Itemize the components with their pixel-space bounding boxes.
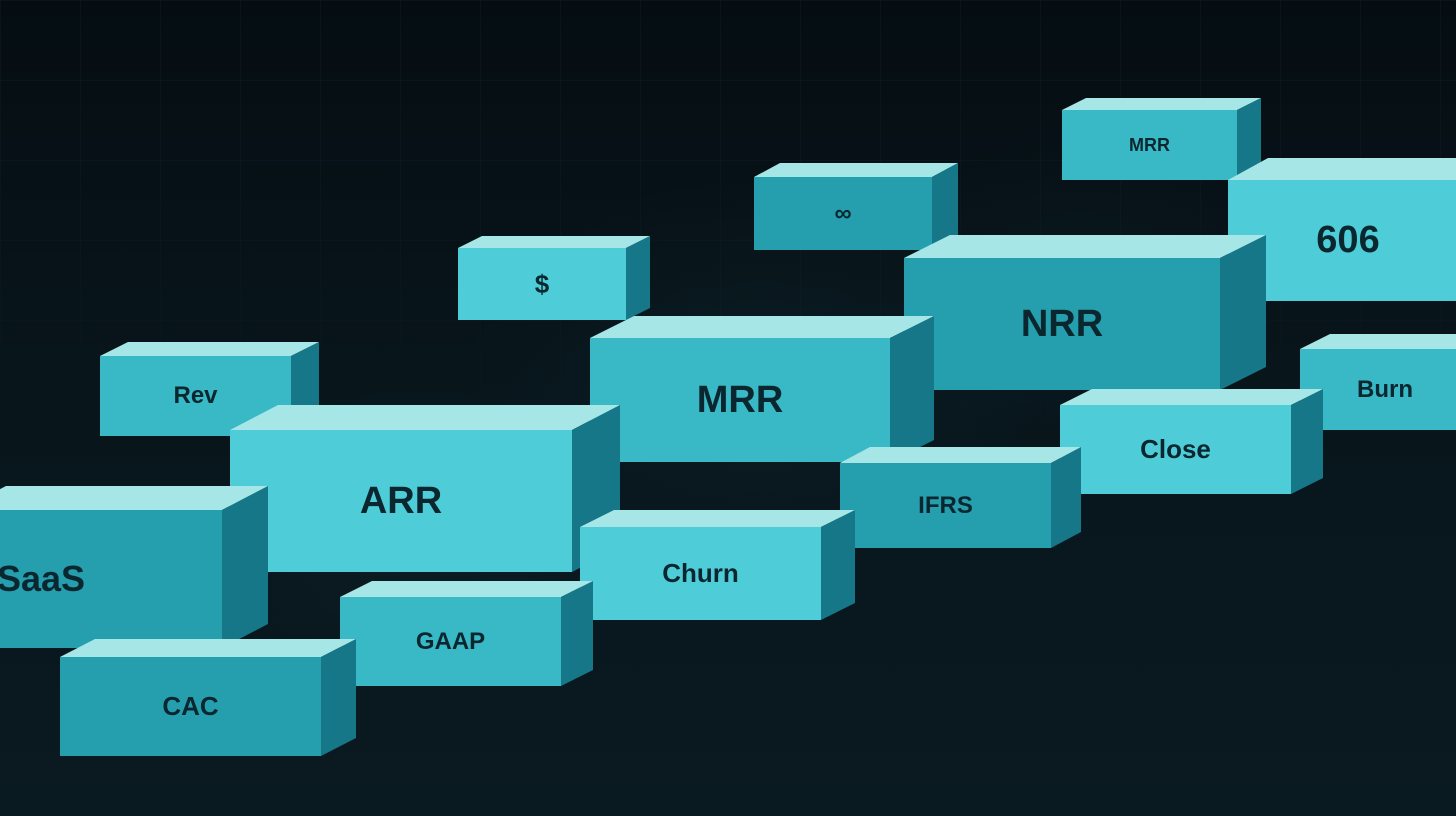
block-saas: SaaS <box>0 486 268 648</box>
block-shape <box>840 447 1081 548</box>
block-side-face <box>890 316 934 462</box>
block-churn: Churn <box>580 510 855 620</box>
block-side-face <box>1051 447 1081 548</box>
block-side-face <box>222 486 268 648</box>
block-top-face <box>60 639 356 657</box>
block-label-606: 606 <box>1316 219 1380 261</box>
block-front-face <box>60 657 321 756</box>
block-label-saas: SaaS <box>0 558 86 599</box>
block-cac: CAC <box>60 639 356 756</box>
block-top-face <box>1062 98 1261 110</box>
block-front-face <box>340 597 561 686</box>
block-top-face <box>840 447 1081 463</box>
block-top-face <box>1228 158 1456 180</box>
block-gaap: GAAP <box>340 581 593 686</box>
block-label-dollar: $ <box>534 268 550 299</box>
block-shape <box>1300 334 1456 430</box>
block-front-face <box>590 338 890 462</box>
block-label-infinity: ∞ <box>834 199 852 227</box>
block-arr: ARR <box>230 405 620 572</box>
block-shape <box>340 581 593 686</box>
block-top-face <box>1300 334 1456 349</box>
block-top-face <box>754 163 958 177</box>
block-side-face <box>321 639 356 756</box>
block-side-face <box>1291 389 1323 494</box>
block-shape <box>0 486 268 648</box>
block-label-gaap: GAAP <box>415 627 486 655</box>
block-front-face <box>840 463 1051 548</box>
block-front-face <box>0 510 222 648</box>
block-close: Close <box>1060 389 1323 494</box>
block-front-face <box>754 177 932 250</box>
block-top-face <box>590 316 934 338</box>
block-front-face <box>1060 405 1291 494</box>
block-top-face <box>230 405 620 430</box>
block-burn: Burn <box>1300 334 1456 430</box>
block-top-face <box>904 235 1266 258</box>
block-shape <box>230 405 620 572</box>
block-top-face <box>100 342 319 356</box>
block-side-face <box>1220 235 1266 390</box>
block-top-face <box>0 486 268 510</box>
block-side-face <box>626 236 650 320</box>
block-shape <box>1060 389 1323 494</box>
block-front-face <box>1062 110 1237 180</box>
block-top-face <box>1060 389 1323 405</box>
block-label-burn: Burn <box>1357 375 1413 403</box>
block-side-face <box>561 581 593 686</box>
block-shape <box>1062 98 1261 180</box>
block-infinity: ∞ <box>754 163 958 250</box>
block-front-face <box>230 430 572 572</box>
block-606: 606 <box>1228 158 1456 301</box>
block-front-face <box>580 527 821 620</box>
block-label-ifrs: IFRS <box>918 491 973 519</box>
block-shape <box>458 236 650 320</box>
block-shape <box>60 639 356 756</box>
block-shape <box>580 510 855 620</box>
block-shape <box>590 316 934 462</box>
block-label-arr: ARR <box>359 479 443 522</box>
block-shape <box>1228 158 1456 301</box>
block-front-face <box>1228 180 1456 301</box>
block-mrr-small: MRR <box>1062 98 1261 180</box>
block-label-rev: Rev <box>173 382 218 409</box>
block-label-nrr: NRR <box>1020 302 1104 345</box>
block-nrr: NRR <box>904 235 1266 390</box>
block-label-cac: CAC <box>162 691 219 721</box>
block-shape <box>754 163 958 250</box>
block-top-face <box>580 510 855 527</box>
block-label-mrr-large: MRR <box>696 378 784 421</box>
block-top-face <box>458 236 650 248</box>
block-front-face <box>458 248 626 320</box>
block-side-face <box>821 510 855 620</box>
block-front-face <box>1300 349 1456 430</box>
block-dollar: $ <box>458 236 650 320</box>
block-label-churn: Churn <box>662 558 739 588</box>
block-mrr-large: MRR <box>590 316 934 462</box>
block-ifrs: IFRS <box>840 447 1081 548</box>
block-side-face <box>932 163 958 250</box>
block-label-mrr-small: MRR <box>1129 134 1170 155</box>
block-shape <box>904 235 1266 390</box>
block-top-face <box>340 581 593 597</box>
block-side-face <box>1237 98 1261 180</box>
block-label-close: Close <box>1140 434 1211 464</box>
block-front-face <box>904 258 1220 390</box>
